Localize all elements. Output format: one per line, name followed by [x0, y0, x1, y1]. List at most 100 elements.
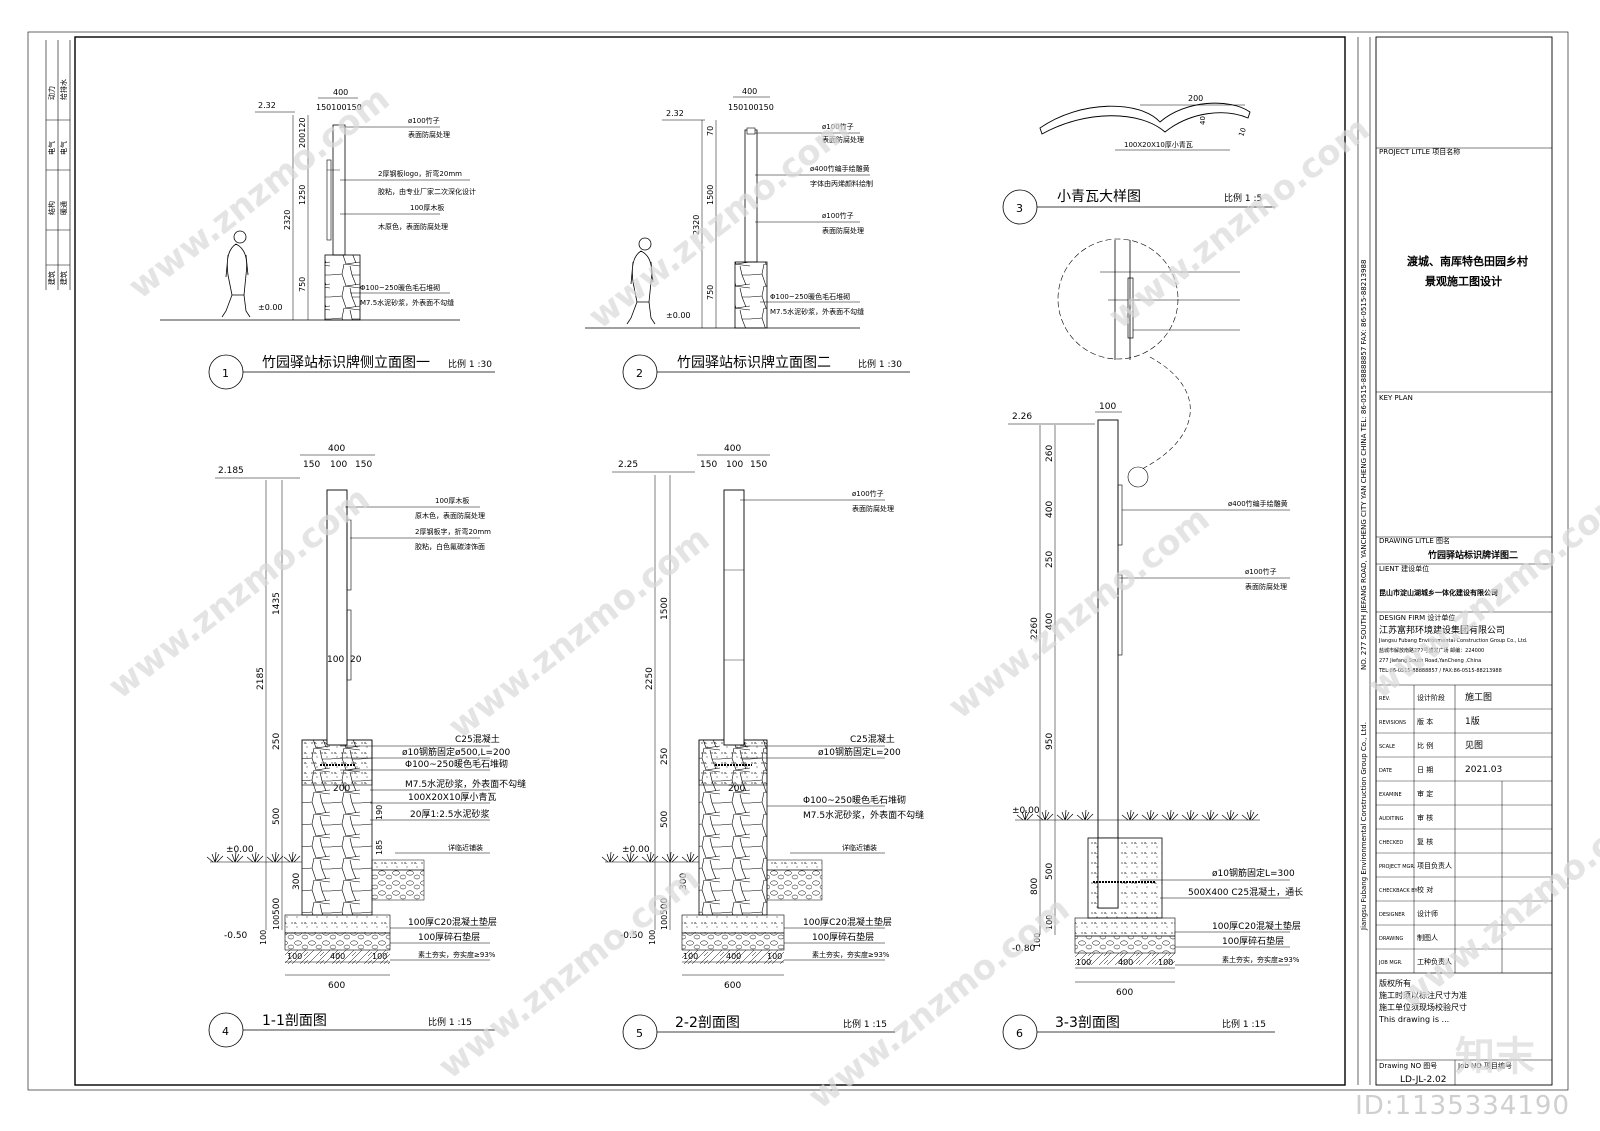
v5-neg: -0.50: [620, 931, 644, 941]
watermark-logo: 知末: [1455, 1034, 1535, 1080]
stone-base-2: [734, 261, 768, 329]
v2-note-7: Φ100~250暖色毛石堆砌: [770, 292, 850, 301]
v5-dim-500b: 500: [660, 898, 670, 915]
tb-row-value: 1版: [1465, 715, 1480, 727]
v5-note-10: 素土夯实，夯实度≥93%: [812, 950, 890, 959]
v4-neg: -0.50: [224, 931, 248, 941]
tb-drawing-no-label: Drawing NO 图号: [1379, 1062, 1437, 1070]
tb-project-name-1: 渡城、南厍特色田园乡村: [1407, 254, 1528, 268]
tb-row-cn: 比 例: [1417, 741, 1433, 750]
tb-client: 昆山市淀山湖城乡一体化建设有限公司: [1379, 588, 1498, 597]
tb-firm-label: DESIGN FIRM 设计单位: [1379, 613, 1455, 622]
v4-dim-2185: 2185: [256, 667, 266, 690]
v5-dim-2250: 2250: [645, 667, 655, 690]
v1-note-7: Φ100~250暖色毛石堆砌: [360, 283, 440, 292]
tb-row-cn: 复 核: [1417, 837, 1433, 846]
v4-note-3: 2厚钢板字，折弯20mm: [415, 527, 491, 536]
tb-row-en: AUDITING: [1379, 816, 1404, 822]
tb-row-cn: 设计师: [1417, 909, 1438, 918]
tb-row-en: JOB MGR.: [1378, 960, 1403, 966]
v4-botw: 600: [328, 981, 345, 991]
strip-label-5: 给排水: [59, 79, 68, 100]
v5-dim-500: 500: [660, 811, 670, 828]
v3-scale: 比例 1 :5: [1224, 192, 1262, 204]
watermark-5: www.znzmo.com: [441, 519, 717, 747]
v5-level: 2.25: [618, 460, 638, 470]
v4-number: 4: [222, 1025, 229, 1038]
v4-note-14: 素土夯实，夯实度≥93%: [418, 950, 496, 959]
v2-dim-top: 70: [706, 126, 715, 136]
tb-row-en: CHECKED: [1379, 840, 1403, 846]
v6-note-2: ø100竹子: [1245, 567, 1277, 576]
v6-level: 2.26: [1012, 412, 1032, 422]
v5-botw: 600: [724, 981, 741, 991]
v2-dim-segs: 150100150: [728, 103, 774, 112]
v5-dim-w: 400: [724, 444, 741, 454]
tb-job-no-label: Job NO 项目编号: [1457, 1061, 1512, 1070]
tb-project-name-2: 景观施工图设计: [1424, 274, 1502, 288]
v5-seg-1: 150: [700, 460, 717, 470]
v6-title: 3-3剖面图: [1055, 1015, 1120, 1031]
v1-title: 竹园驿站标识牌侧立面图一: [262, 354, 430, 371]
v2-note-3: ø400竹编手绘雕黄: [810, 164, 870, 173]
v4-note-1: 100厚木板: [435, 496, 469, 505]
v6-dim-top: 100: [1099, 402, 1116, 412]
v1-dim-total: 2320: [283, 210, 292, 230]
v4-bot-3: 100: [372, 952, 387, 961]
v6-neg: -0.80: [1012, 944, 1036, 954]
tb-row-en: PROJECT MGR.: [1379, 864, 1416, 870]
v5-bot-2: 400: [726, 952, 741, 961]
view-2: 400 150100150 2320 70 1500 750 2.32 ±0.0…: [585, 87, 910, 390]
v4-note-6: ø10钢筋固定ø500,L=200: [402, 746, 511, 758]
tb-row-en: EXAMINE: [1379, 792, 1402, 798]
v6-bot-1: 100: [1076, 958, 1091, 967]
v6-dim-800: 800: [1030, 878, 1040, 895]
v4-185: 185: [375, 840, 384, 855]
v2-dim-total: 2320: [692, 215, 701, 235]
tb-row-value: 2021.03: [1465, 765, 1502, 775]
v6-bot-2: 400: [1118, 958, 1133, 967]
v5-note-5: Φ100~250暖色毛石堆砌: [803, 794, 906, 806]
post-6: [1097, 419, 1119, 909]
v5-note-3: C25混凝土: [850, 733, 895, 745]
title-block: PROJECT LITLE 项目名称 渡城、南厍特色田园乡村 景观施工图设计 K…: [1375, 36, 1553, 1086]
v5-seg-3: 150: [750, 460, 767, 470]
v6-botw: 600: [1116, 988, 1133, 998]
v6-dim-100b: 100: [1045, 915, 1054, 930]
v4-note-7: Φ100~250暖色毛石堆砌: [405, 758, 508, 770]
v4-level: 2.185: [218, 466, 244, 476]
v2-note-6: 表面防腐处理: [822, 226, 864, 235]
v6-zero: ±0.00: [1012, 806, 1040, 816]
v1-level: 2.32: [258, 101, 276, 110]
tb-drawing-label: DRAWING LITLE 图名: [1379, 536, 1450, 545]
v4-zero: ±0.00: [226, 845, 254, 855]
v1-dim-top: 200120: [298, 117, 307, 148]
v4-note-13: 100厚碎石垫层: [418, 931, 480, 943]
v4-20: 20: [350, 655, 362, 665]
tb-row-cn: 制图人: [1417, 933, 1438, 942]
v4-scale: 比例 1 :15: [428, 1016, 472, 1028]
tb-row-cn: 版 本: [1417, 717, 1433, 726]
v6-note-8: 素土夯实，夯实度≥93%: [1222, 955, 1300, 964]
v5-note-6: M7.5水泥砂浆，外表面不勾缝: [803, 809, 924, 821]
v5-dim-1500: 1500: [660, 597, 670, 620]
v4-title: 1-1剖面图: [262, 1013, 327, 1029]
v1-note-3: 2厚钢板logo，折弯20mm: [378, 169, 462, 178]
tb-row-value: 施工图: [1465, 691, 1492, 703]
v6-bot-3: 100: [1158, 958, 1173, 967]
v2-title: 竹园驿站标识牌立面图二: [677, 354, 831, 371]
v4-seg-3: 150: [355, 460, 372, 470]
v3-dim-w: 200: [1188, 94, 1203, 103]
roof-tile: [1039, 102, 1251, 135]
v5-note-9: 100厚碎石垫层: [812, 931, 874, 943]
v2-note-4: 字体由丙烯颜料绘制: [810, 179, 873, 188]
v5-bot-3: 100: [767, 952, 782, 961]
v4-dim-500b: 500: [272, 898, 282, 915]
v1-dim-mid: 1250: [298, 185, 307, 205]
tb-row-cn: 校 对: [1417, 885, 1433, 894]
v6-dim-100: 100: [1033, 933, 1042, 948]
v6-dim-250: 250: [1045, 551, 1055, 568]
v4-bot-1: 100: [287, 952, 302, 961]
v1-note-4: 胶粘，由专业厂家二次深化设计: [378, 187, 476, 196]
watermark-2: www.znzmo.com: [581, 109, 857, 337]
